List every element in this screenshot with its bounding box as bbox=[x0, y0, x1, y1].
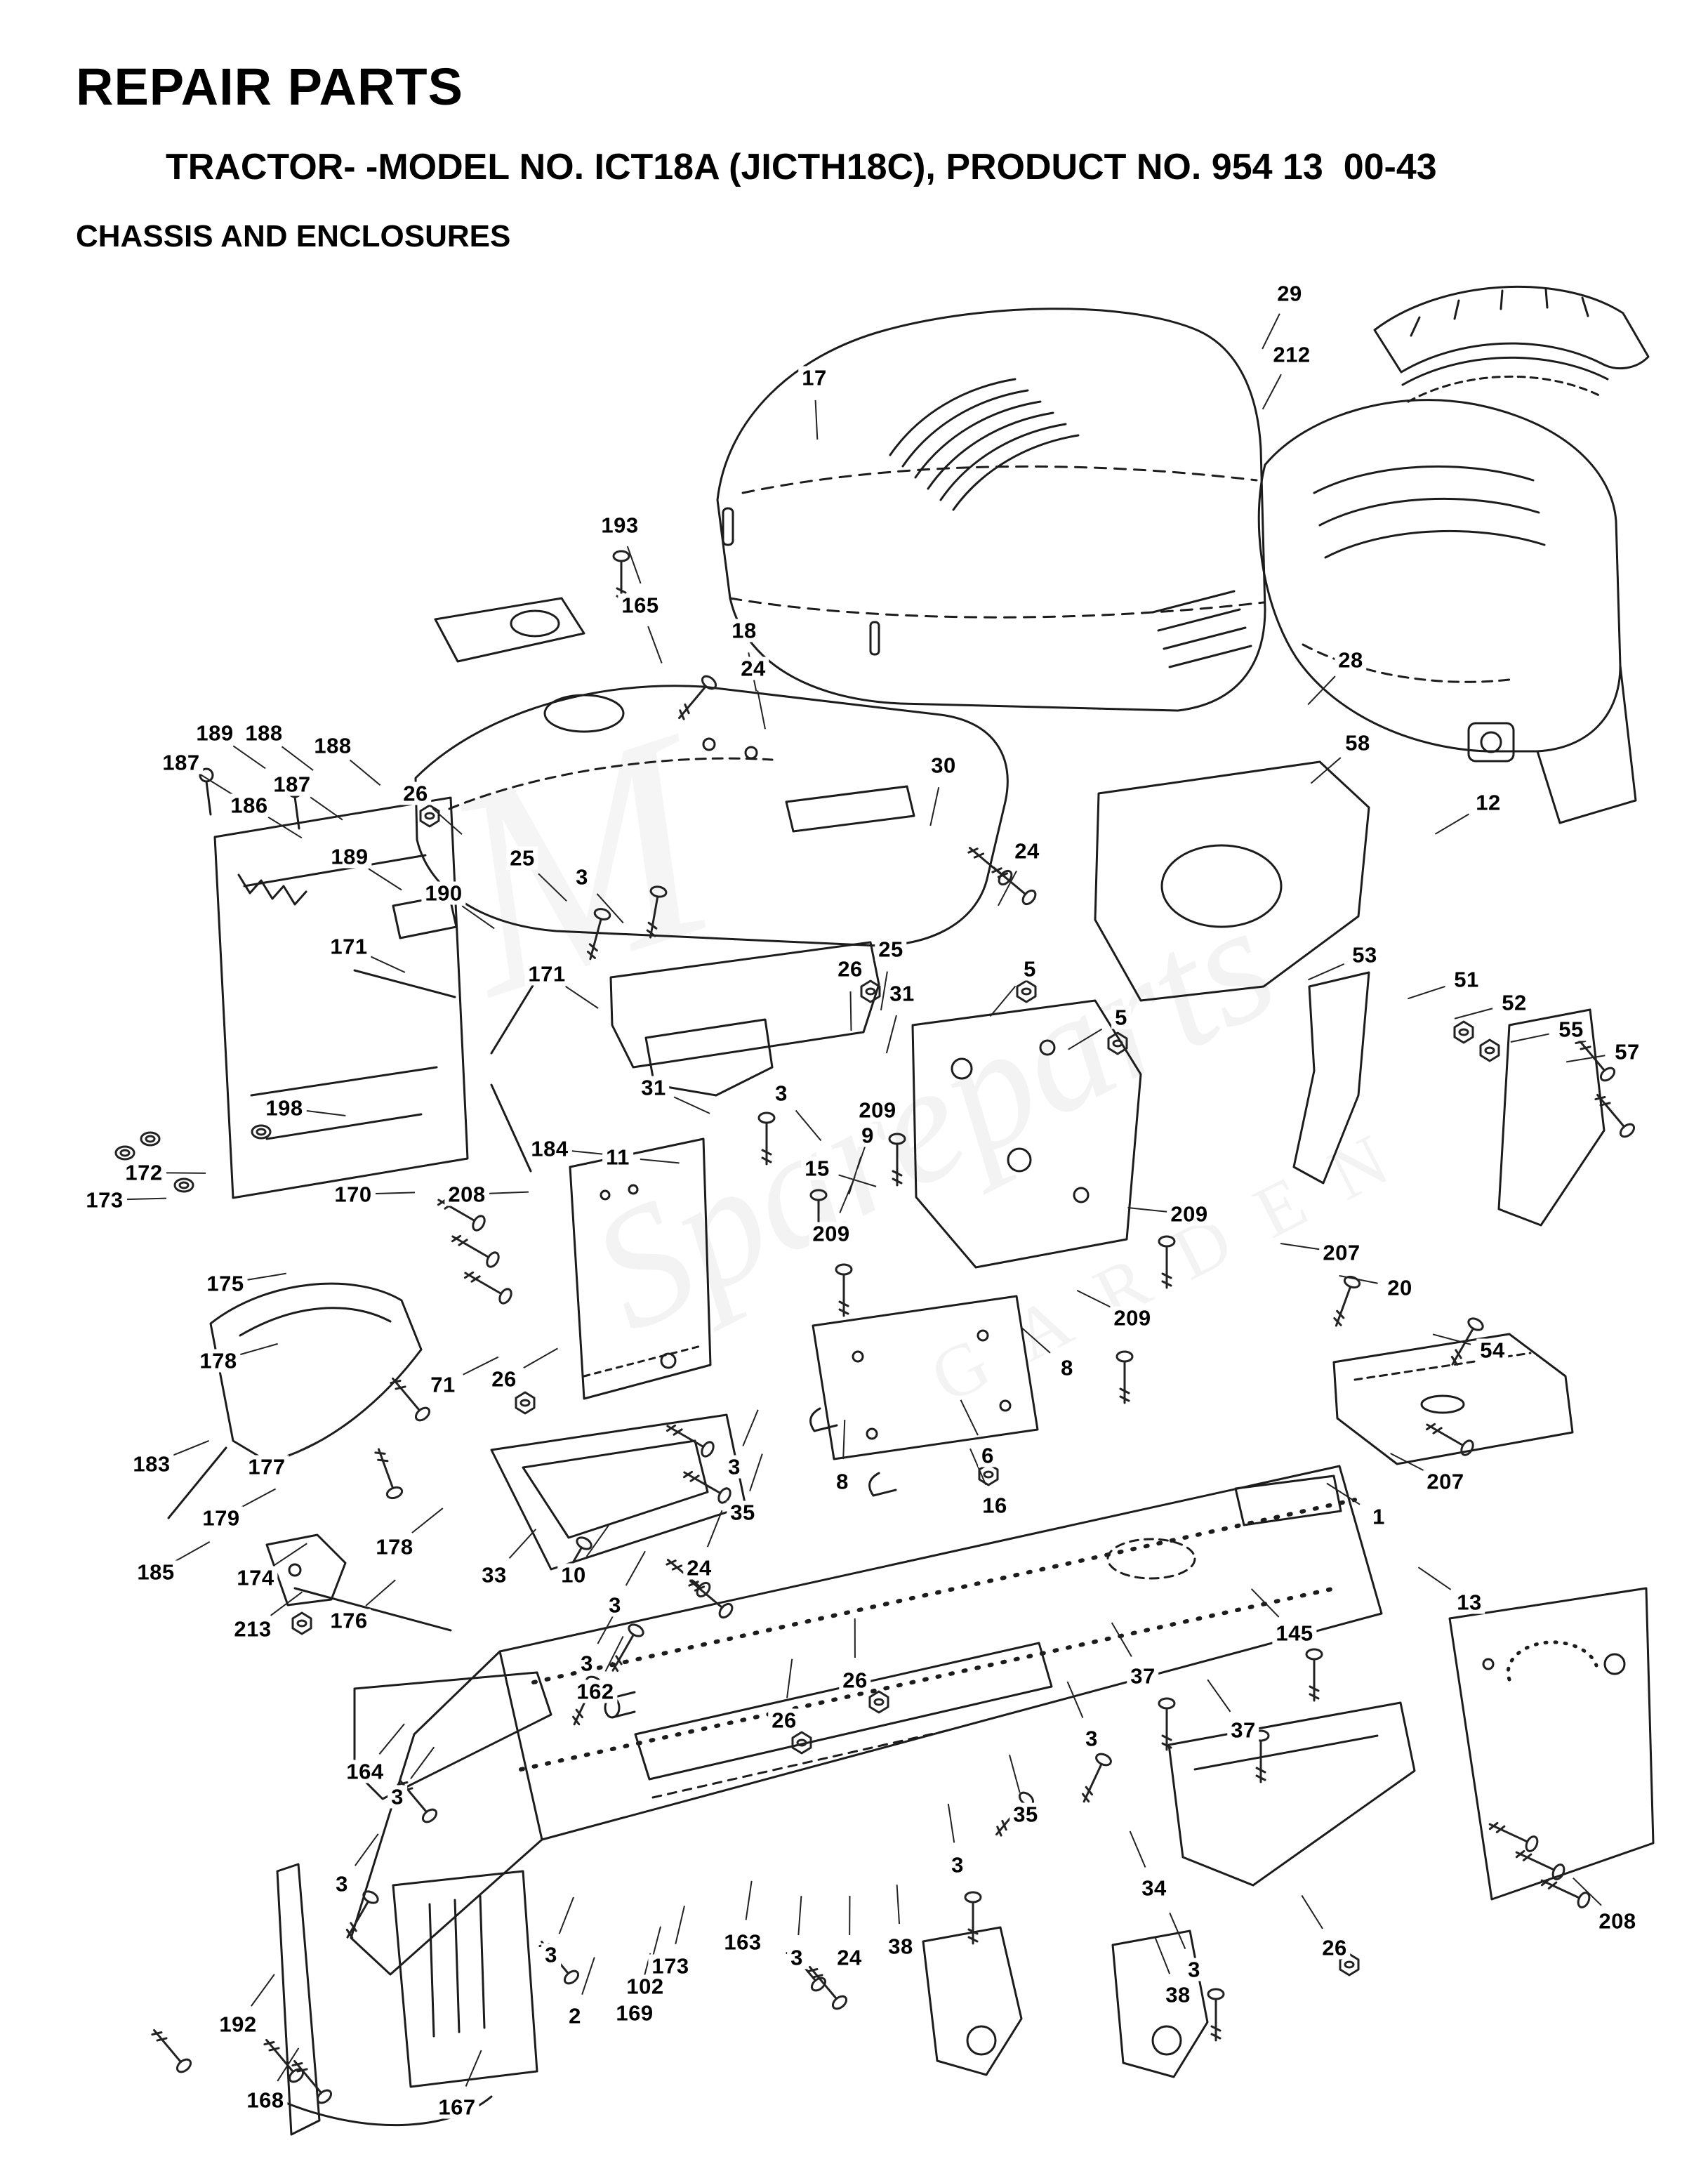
part-164-bumper bbox=[353, 1671, 552, 1800]
part-28-grille bbox=[1257, 399, 1637, 824]
part-1-frame bbox=[350, 1465, 1383, 1976]
part-8-clips bbox=[809, 1407, 897, 1497]
part-11-panel bbox=[569, 1137, 712, 1400]
part-192-panel bbox=[392, 1870, 538, 2088]
part-167-stand bbox=[276, 1863, 493, 2136]
part-18-pins bbox=[722, 507, 880, 656]
part-20-plate bbox=[1332, 1333, 1574, 1465]
part-17-hood bbox=[716, 308, 1266, 712]
part-185-rod bbox=[167, 1446, 227, 1519]
part-9-plate bbox=[911, 999, 1142, 1269]
watermark: M Spareparts GARDEN bbox=[406, 666, 1435, 1419]
part-53-bracket bbox=[1292, 971, 1370, 1185]
part-30-dash bbox=[414, 685, 1009, 947]
section-title: CHASSIS AND ENCLOSURES bbox=[76, 219, 511, 254]
fastener-nuts bbox=[291, 804, 1500, 1977]
page-header: REPAIR PARTS TRACTOR- -MODEL NO. ICT18A … bbox=[76, 34, 1437, 266]
part-190-bracket bbox=[392, 894, 458, 939]
part-13-panel bbox=[1448, 1587, 1655, 1901]
model-line: TRACTOR- -MODEL NO. ICT18A (JICTH18C), P… bbox=[166, 146, 1437, 187]
part-175-support bbox=[209, 1282, 423, 1463]
part-34-bracket bbox=[1167, 1701, 1416, 1887]
part-174-bracket bbox=[265, 1533, 347, 1606]
part-170-side-panel bbox=[213, 796, 469, 1199]
left-small-fasteners bbox=[114, 767, 303, 1193]
part-184-rod bbox=[490, 1083, 532, 1173]
part-212-insert bbox=[1401, 356, 1609, 403]
part-171-rods bbox=[353, 969, 535, 1055]
part-12-latch bbox=[1467, 722, 1515, 763]
part-38-brackets bbox=[922, 1926, 1209, 2078]
part-163-channel bbox=[634, 1642, 1053, 1799]
part-165-tray bbox=[434, 597, 585, 663]
page-title: REPAIR PARTS bbox=[76, 58, 463, 116]
part-162-spacer bbox=[604, 1691, 636, 1719]
part-33-footrest bbox=[490, 1413, 747, 1571]
part-176-rod bbox=[293, 1587, 452, 1632]
part-55-bracket bbox=[1497, 1008, 1606, 1227]
part-29-trim bbox=[1373, 285, 1650, 374]
part-6-plate bbox=[812, 1295, 1039, 1460]
